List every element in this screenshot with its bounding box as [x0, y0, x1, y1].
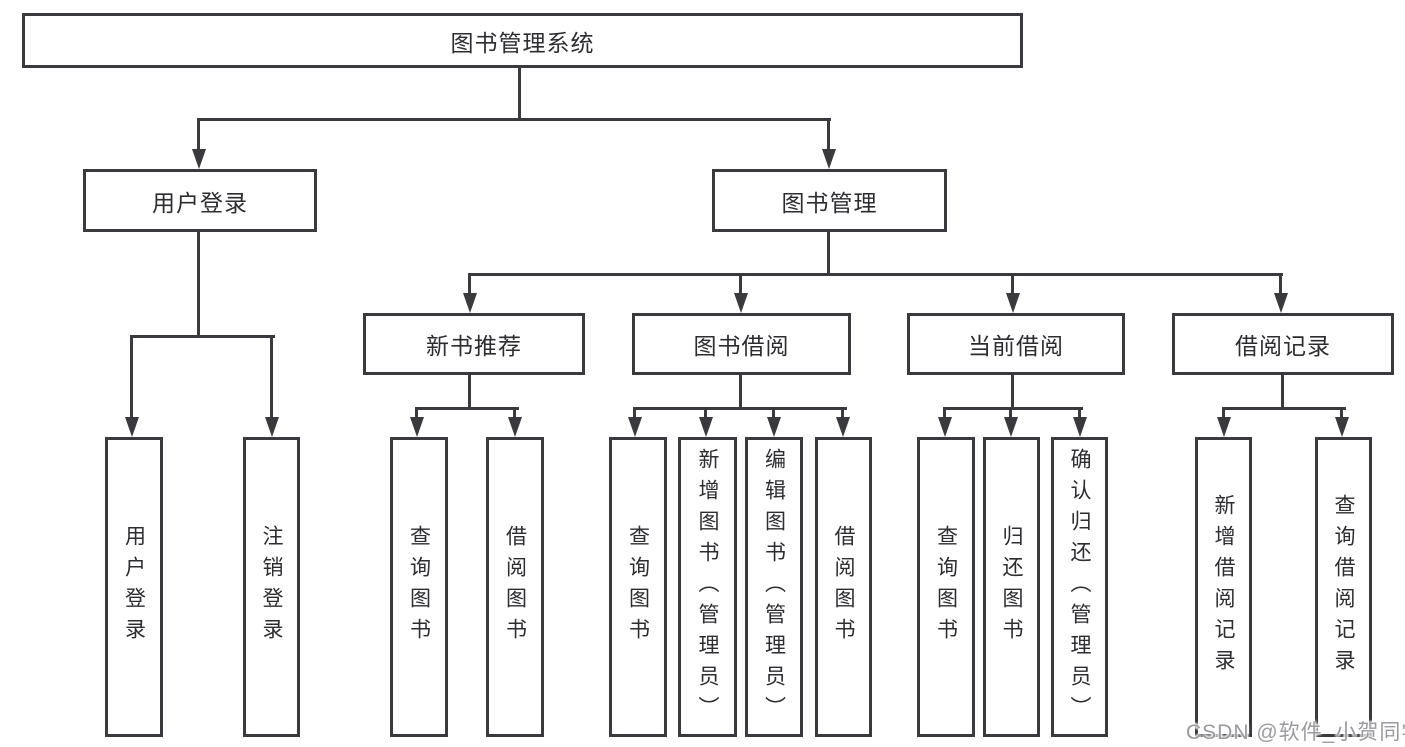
arrow-leaf-login — [125, 417, 139, 437]
connector-nb-leaf1 — [415, 407, 418, 419]
connector-to-leaf-logout — [270, 335, 273, 419]
leaf-user-login: 用户登录 — [105, 437, 163, 737]
connector-cb-leaf1 — [943, 407, 946, 419]
leaf-label: 归还图书 — [1000, 525, 1023, 649]
connector-to-borrow-records — [1279, 273, 1282, 295]
leaf-label: 新增图书（管理员） — [696, 447, 719, 727]
connector-current-branch — [943, 407, 1083, 410]
arrow-nb-leaf2 — [508, 417, 522, 437]
connector-user-login-branch — [130, 335, 275, 338]
connector-root-stem — [518, 68, 521, 118]
connector-book-borrow-stem — [739, 375, 742, 407]
leaf-label: 用户登录 — [122, 525, 146, 649]
leaf-label: 注销登录 — [260, 525, 283, 649]
leaf-query-books-recommend: 查询图书 — [390, 437, 448, 737]
csdn-watermark: CSDN @软件_小贺同学 — [1186, 721, 1405, 744]
connector-to-leaf-login — [130, 335, 133, 419]
connector-bb-leaf2 — [704, 407, 707, 419]
arrow-book-management — [822, 149, 836, 169]
leaf-add-books-admin: 新增图书（管理员） — [678, 437, 737, 737]
connector-records-stem — [1281, 375, 1284, 407]
connector-new-book-stem — [468, 375, 471, 407]
connector-book-borrow-branch — [633, 407, 847, 410]
connector-nb-leaf2 — [513, 407, 516, 419]
arrow-bb-leaf3 — [767, 417, 781, 437]
connector-to-book-management — [827, 118, 830, 151]
arrow-cb-leaf3 — [1073, 417, 1087, 437]
leaf-borrow-books-recommend: 借阅图书 — [486, 437, 544, 737]
arrow-nb-leaf1 — [410, 417, 424, 437]
arrow-user-login — [192, 149, 206, 169]
leaf-label: 编辑图书（管理员） — [762, 447, 786, 727]
leaf-confirm-return-admin: 确认归还（管理员） — [1051, 437, 1108, 737]
leaf-borrow-books: 借阅图书 — [815, 437, 872, 737]
connector-level3-branch — [468, 273, 1283, 276]
connector-level2-branch — [197, 118, 831, 121]
leaf-label: 确认归还（管理员） — [1068, 447, 1091, 727]
arrow-leaf-logout — [265, 417, 279, 437]
connector-book-management-stem — [827, 232, 830, 273]
connector-to-new-book — [468, 273, 471, 295]
leaf-label: 查询借阅记录 — [1332, 494, 1355, 680]
node-new-book-recommend: 新书推荐 — [363, 313, 585, 375]
leaf-add-borrow-record: 新增借阅记录 — [1195, 437, 1252, 737]
arrow-bb-leaf1 — [628, 417, 642, 437]
connector-bb-leaf3 — [772, 407, 775, 419]
arrow-new-book — [463, 293, 477, 313]
leaf-query-books-current: 查询图书 — [917, 437, 975, 737]
leaf-label: 查询图书 — [626, 525, 650, 649]
leaf-label: 借阅图书 — [503, 525, 527, 649]
connector-br-leaf1 — [1222, 407, 1225, 419]
leaf-label: 新增借阅记录 — [1212, 494, 1235, 680]
connector-to-current-borrow — [1011, 273, 1014, 295]
arrow-br-leaf1 — [1217, 417, 1231, 437]
connector-to-user-login — [197, 118, 200, 151]
arrow-cb-leaf1 — [938, 417, 952, 437]
node-book-management: 图书管理 — [712, 169, 947, 232]
node-library-management-system: 图书管理系统 — [22, 13, 1023, 68]
leaf-label: 借阅图书 — [832, 525, 855, 649]
arrow-borrow-records — [1274, 293, 1288, 313]
connector-cb-leaf2 — [1009, 407, 1012, 419]
arrow-bb-leaf2 — [699, 417, 713, 437]
connector-bb-leaf1 — [633, 407, 636, 419]
connector-records-branch — [1222, 407, 1346, 410]
arrow-book-borrow — [734, 293, 748, 313]
leaf-label: 查询图书 — [934, 525, 958, 649]
node-current-borrowing: 当前借阅 — [907, 313, 1125, 375]
connector-user-login-stem — [197, 232, 200, 335]
leaf-label: 查询图书 — [407, 525, 431, 649]
leaf-query-borrow-record: 查询借阅记录 — [1315, 437, 1372, 737]
node-book-borrowing: 图书借阅 — [632, 313, 851, 375]
node-user-login: 用户登录 — [83, 169, 317, 232]
connector-bb-leaf4 — [841, 407, 844, 419]
leaf-query-books: 查询图书 — [609, 437, 667, 737]
node-borrow-records: 借阅记录 — [1172, 313, 1394, 375]
arrow-br-leaf2 — [1335, 417, 1349, 437]
connector-cb-leaf3 — [1078, 407, 1081, 419]
connector-to-book-borrow — [739, 273, 742, 295]
leaf-edit-books-admin: 编辑图书（管理员） — [745, 437, 803, 737]
arrow-cb-leaf2 — [1004, 417, 1018, 437]
leaf-logout: 注销登录 — [243, 437, 300, 737]
connector-br-leaf2 — [1340, 407, 1343, 419]
connector-new-book-branch — [415, 407, 519, 410]
connector-current-stem — [1011, 375, 1014, 407]
arrow-current-borrow — [1006, 293, 1020, 313]
arrow-bb-leaf4 — [836, 417, 850, 437]
leaf-return-books: 归还图书 — [983, 437, 1040, 737]
